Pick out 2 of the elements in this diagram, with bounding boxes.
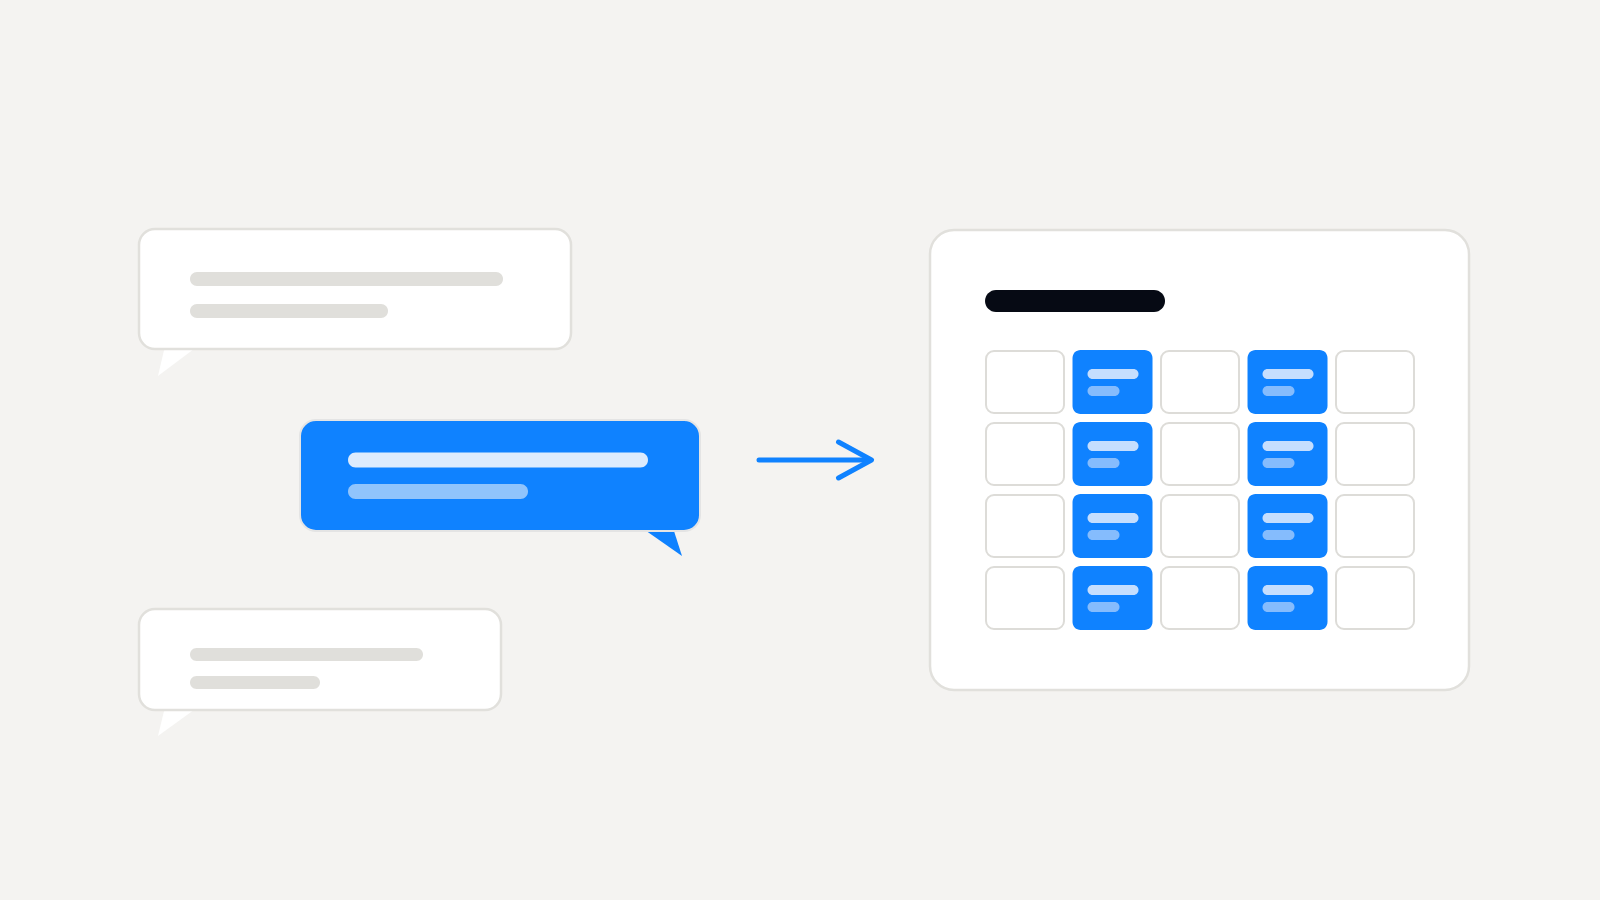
calendar-title-bar bbox=[985, 290, 1165, 312]
arrow bbox=[756, 439, 874, 481]
